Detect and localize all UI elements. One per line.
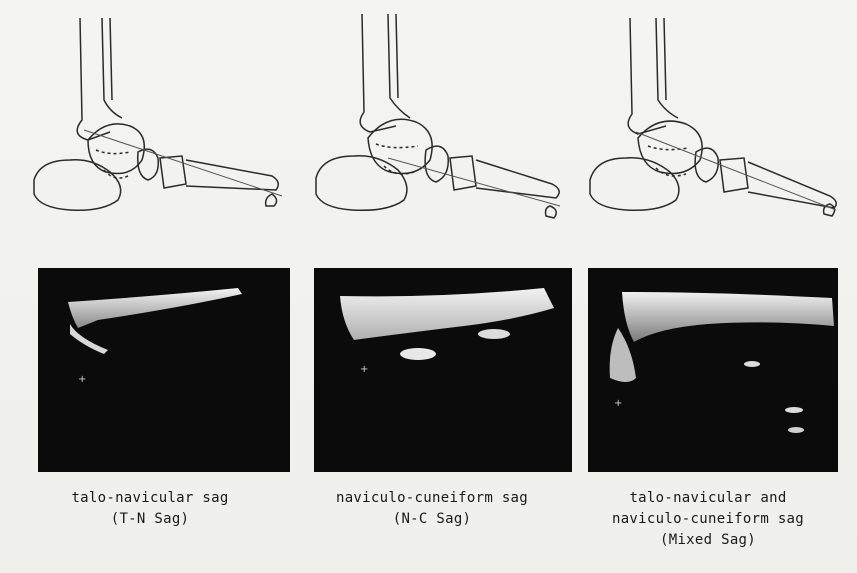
ultrasound-image-nc: +	[314, 268, 572, 472]
panel-mixed: + talo-navicular and naviculo-cuneiform …	[568, 0, 848, 573]
panel-tn: + talo-navicular sag (T-N Sag)	[10, 0, 290, 573]
caption-tn: talo-navicular sag (T-N Sag)	[10, 488, 290, 530]
caption-line: naviculo-cuneiform sag	[292, 488, 572, 509]
caption-line: (Mixed Sag)	[568, 530, 848, 551]
caption-line: talo-navicular sag	[10, 488, 290, 509]
ultrasound-image-mixed: +	[588, 268, 838, 472]
svg-text:+: +	[78, 374, 86, 385]
svg-text:+: +	[614, 398, 622, 409]
svg-text:+: +	[360, 364, 368, 375]
caption-line: naviculo-cuneiform sag	[568, 509, 848, 530]
caption-mixed: talo-navicular and naviculo-cuneiform sa…	[568, 488, 848, 551]
caption-line: talo-navicular and	[568, 488, 848, 509]
caption-line: (T-N Sag)	[10, 509, 290, 530]
foot-drawing-tn	[10, 0, 290, 240]
caption-line: (N-C Sag)	[292, 509, 572, 530]
foot-drawing-mixed	[568, 0, 848, 240]
foot-drawing-nc	[292, 0, 572, 240]
panel-nc: + naviculo-cuneiform sag (N-C Sag)	[292, 0, 572, 573]
ultrasound-image-tn: +	[38, 268, 290, 472]
caption-nc: naviculo-cuneiform sag (N-C Sag)	[292, 488, 572, 530]
